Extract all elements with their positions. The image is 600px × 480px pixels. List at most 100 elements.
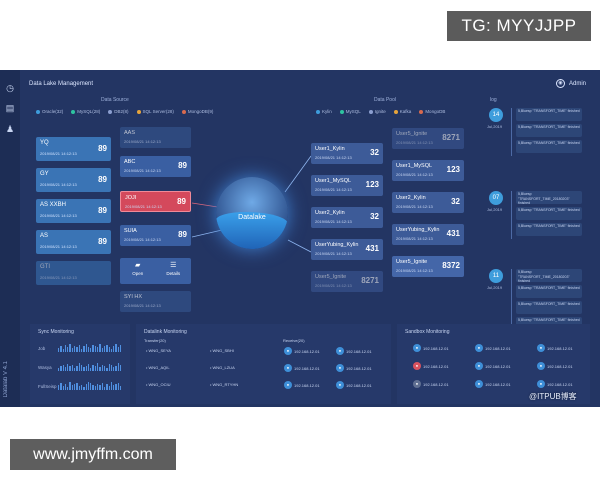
sandbox-node[interactable]: ●192.168.12.01 xyxy=(475,362,511,370)
datalink-node[interactable]: ●192.168.12.01 xyxy=(336,364,372,372)
user-icon[interactable]: ♟ xyxy=(5,124,15,134)
receive-item[interactable]: • WNG_LZUA xyxy=(210,365,235,370)
log-entry[interactable]: 5,Bluesp "TRANSFORT_TIME" finished xyxy=(516,207,582,220)
card-name: SUIA xyxy=(124,228,137,234)
sandbox-node[interactable]: ●192.168.12.01 xyxy=(537,344,573,352)
transfer-item[interactable]: • WNG_OCIU xyxy=(146,382,171,387)
datalink-node[interactable]: ●192.168.12.01 xyxy=(284,381,320,389)
log-entry[interactable]: 5,Bluesp "TRANSFORT_TIME" finished xyxy=(516,285,582,298)
sync-row-label: Wasya xyxy=(38,365,52,370)
sandbox-node[interactable]: ●192.168.12.01 xyxy=(475,380,511,388)
node-ip: 192.168.12.01 xyxy=(294,365,320,371)
datalink-node[interactable]: ●192.168.12.01 xyxy=(284,347,320,355)
legend-dot xyxy=(36,109,40,114)
log-entry[interactable]: 5,Bluesp "TRANSFORT_TIME" finished xyxy=(516,301,582,314)
card-name: GTI xyxy=(40,264,50,270)
sync-bar xyxy=(108,347,110,352)
node-icon: ● xyxy=(475,362,483,370)
log-entry[interactable]: 5,Bluesp "TRANSFORT_TIME" finished xyxy=(516,223,582,236)
page-title: Data Lake Management xyxy=(29,81,94,87)
card-name: UserYubing_Kylin xyxy=(315,242,359,248)
card-count: 32 xyxy=(451,197,460,206)
sync-bar xyxy=(64,367,67,371)
sync-bar xyxy=(106,368,108,371)
sync-bar xyxy=(108,364,110,371)
legend-label: MongoDB xyxy=(425,109,446,114)
sync-bar xyxy=(64,345,67,352)
datalake-sphere[interactable]: Datalake xyxy=(216,177,288,249)
node-icon: ● xyxy=(284,364,292,372)
clock-icon[interactable]: ◷ xyxy=(6,83,14,93)
datalink-node[interactable]: ●192.168.12.01 xyxy=(336,347,372,355)
open-button[interactable]: ▰Open xyxy=(120,258,156,284)
details-button[interactable]: ☰Details xyxy=(156,258,192,284)
sync-bar xyxy=(101,348,103,352)
sync-bar xyxy=(69,382,71,390)
log-entry[interactable]: 5,Bluesp "TRANSFORT_TIME" finished xyxy=(516,140,582,153)
list-icon[interactable]: ▤ xyxy=(5,103,15,113)
card-name: AAS xyxy=(124,130,136,136)
legend-label: SQL Server(28) xyxy=(142,109,174,114)
node-icon: ● xyxy=(284,381,292,389)
node-icon: ● xyxy=(284,347,292,355)
node-icon: ● xyxy=(413,344,421,352)
receive-item[interactable]: • WNG_SBHI xyxy=(210,348,234,353)
datalink-node[interactable]: ●192.168.12.01 xyxy=(284,364,320,372)
card-name: User1_Kylin xyxy=(315,146,345,152)
card-count: 431 xyxy=(365,244,379,253)
node-icon: ● xyxy=(336,347,344,355)
sandbox-node[interactable]: ●192.168.12.01 xyxy=(413,362,449,370)
legend-label: Kylin xyxy=(322,109,332,114)
transfer-item[interactable]: • WNG_AQIL xyxy=(146,365,170,370)
sync-bar xyxy=(58,368,60,371)
sync-bar xyxy=(94,346,97,352)
log-title: log xyxy=(490,97,497,103)
sync-bars xyxy=(58,363,122,371)
sandbox-node[interactable]: ●192.168.12.01 xyxy=(413,344,449,352)
sandbox-node[interactable]: ●192.168.12.01 xyxy=(537,362,573,370)
log-entry[interactable]: 5,Bluesp "TRANSFORT_TIME_20180203" finis… xyxy=(516,269,582,282)
datalink-node[interactable]: ●192.168.12.01 xyxy=(336,381,372,389)
sandbox-node[interactable]: ●192.168.12.01 xyxy=(475,344,511,352)
sync-bar xyxy=(58,385,60,390)
sync-bar xyxy=(76,383,78,390)
sandbox-node[interactable]: ●192.168.12.01 xyxy=(537,380,573,388)
sync-bar xyxy=(80,385,83,390)
card-timestamp: 2019/08/21 14:12:13 xyxy=(40,151,77,156)
legend-label: Kafka xyxy=(399,109,412,114)
log-entry[interactable]: 5,Bluesp "TRANSFORT_TIME" finished xyxy=(516,124,582,137)
sync-bar xyxy=(97,363,99,371)
log-entry[interactable]: 5,Bluesp "TRANSFORT_TIME" finished xyxy=(516,108,582,121)
legend-item: Ignite xyxy=(368,109,386,114)
card-count: 8271 xyxy=(361,276,379,285)
user-menu[interactable]: ◉ Admin xyxy=(555,79,586,88)
sandbox-node[interactable]: ●192.168.12.01 xyxy=(413,380,449,388)
transfer-item[interactable]: • WNG_SEYA xyxy=(146,348,171,353)
log-entry[interactable]: 5,Bluesp "TRANSFORT_TIME_20180203" finis… xyxy=(516,191,582,204)
card-count: 89 xyxy=(98,206,107,215)
receive-item[interactable]: • WNG_RTYHN xyxy=(210,382,239,387)
sync-bar xyxy=(60,366,62,371)
